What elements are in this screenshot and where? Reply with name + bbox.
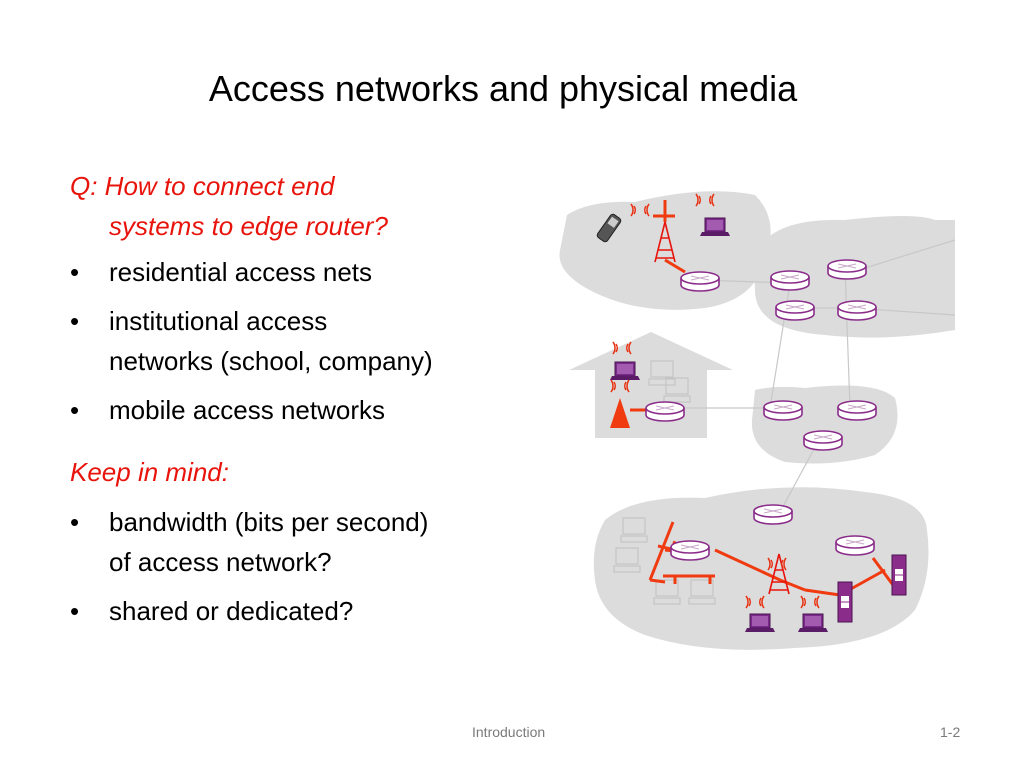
- question-line-2: systems to edge router?: [109, 211, 388, 241]
- server-icon: [837, 581, 853, 623]
- list-item: • shared or dedicated?: [70, 591, 520, 631]
- bullet-icon: •: [70, 306, 80, 336]
- bullet-icon: •: [70, 507, 80, 537]
- wireless-access-point-icon: [610, 398, 630, 428]
- list-item-text: institutional access: [109, 306, 328, 336]
- list-item-text: shared or dedicated?: [109, 596, 354, 626]
- laptop-icon: [744, 613, 776, 633]
- list-item: • bandwidth (bits per second) of access …: [70, 502, 520, 582]
- list-item-text: bandwidth (bits per second): [109, 507, 429, 537]
- router-icon: [680, 271, 720, 292]
- access-types-list: • residential access nets • institutiona…: [70, 252, 520, 439]
- isp-network-cloud-middle: [751, 385, 898, 464]
- router-icon: [670, 540, 710, 561]
- router-icon: [645, 401, 685, 422]
- access-link: [664, 258, 686, 274]
- bullet-icon: •: [70, 395, 80, 425]
- router-icon: [753, 504, 793, 525]
- list-item-text-2: of access network?: [109, 547, 332, 577]
- laptop-icon: [609, 361, 641, 381]
- router-icon: [837, 400, 877, 421]
- router-icon: [770, 270, 810, 291]
- cell-phone-icon: [596, 213, 622, 243]
- footer-section-label: Introduction: [472, 724, 546, 740]
- laptop-icon: [699, 217, 731, 237]
- question: Q: How to connect end systems to edge ro…: [70, 166, 510, 246]
- bullet-icon: •: [70, 257, 80, 287]
- ethernet-links: [648, 521, 895, 597]
- router-icon: [837, 300, 877, 321]
- slide-title: Access networks and physical media: [208, 68, 798, 109]
- router-icon: [835, 535, 875, 556]
- server-icon: [891, 554, 907, 596]
- router-icon: [803, 430, 843, 451]
- list-item-text-2: networks (school, company): [109, 346, 433, 376]
- list-item: • residential access nets: [70, 252, 520, 292]
- laptop-icon: [797, 613, 829, 633]
- list-item-text: residential access nets: [109, 257, 373, 287]
- question-line-1: Q: How to connect end: [70, 171, 335, 201]
- list-item: • mobile access networks: [70, 390, 520, 430]
- router-icon: [775, 300, 815, 321]
- list-item: • institutional access networks (school,…: [70, 301, 520, 381]
- considerations-list: • bandwidth (bits per second) of access …: [70, 502, 520, 640]
- network-diagram: [559, 191, 955, 650]
- router-icon: [827, 259, 867, 280]
- bullet-icon: •: [70, 596, 80, 626]
- router-icon: [763, 400, 803, 421]
- slide-number: 1-2: [940, 724, 961, 740]
- keep-in-mind-heading: Keep in mind:: [70, 457, 229, 487]
- list-item-text: mobile access networks: [109, 395, 385, 425]
